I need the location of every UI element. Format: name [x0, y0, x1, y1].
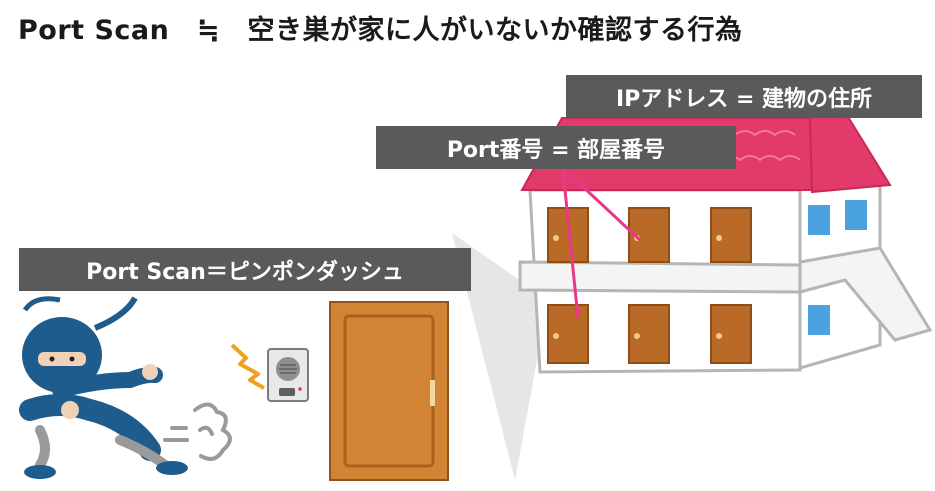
pointer-line-upper: [563, 168, 642, 242]
door-icon: [329, 301, 449, 481]
port-number-label: Port番号 = 部屋番号: [376, 126, 736, 169]
ip-address-label: IPアドレス = 建物の住所: [566, 75, 922, 118]
doorbell-icon: [267, 348, 309, 402]
spotlight-cone: [452, 233, 548, 480]
dust-cloud-icon: [163, 402, 232, 461]
pointer-line-lower: [561, 169, 580, 319]
port-scan-label: Port Scan＝ピンポンダッシュ: [19, 248, 471, 291]
ninja-icon: [19, 296, 188, 479]
lightning-icon: [230, 343, 265, 390]
page-title: Port Scan ≒ 空き巣が家に人がいないか確認する行為: [18, 15, 743, 46]
